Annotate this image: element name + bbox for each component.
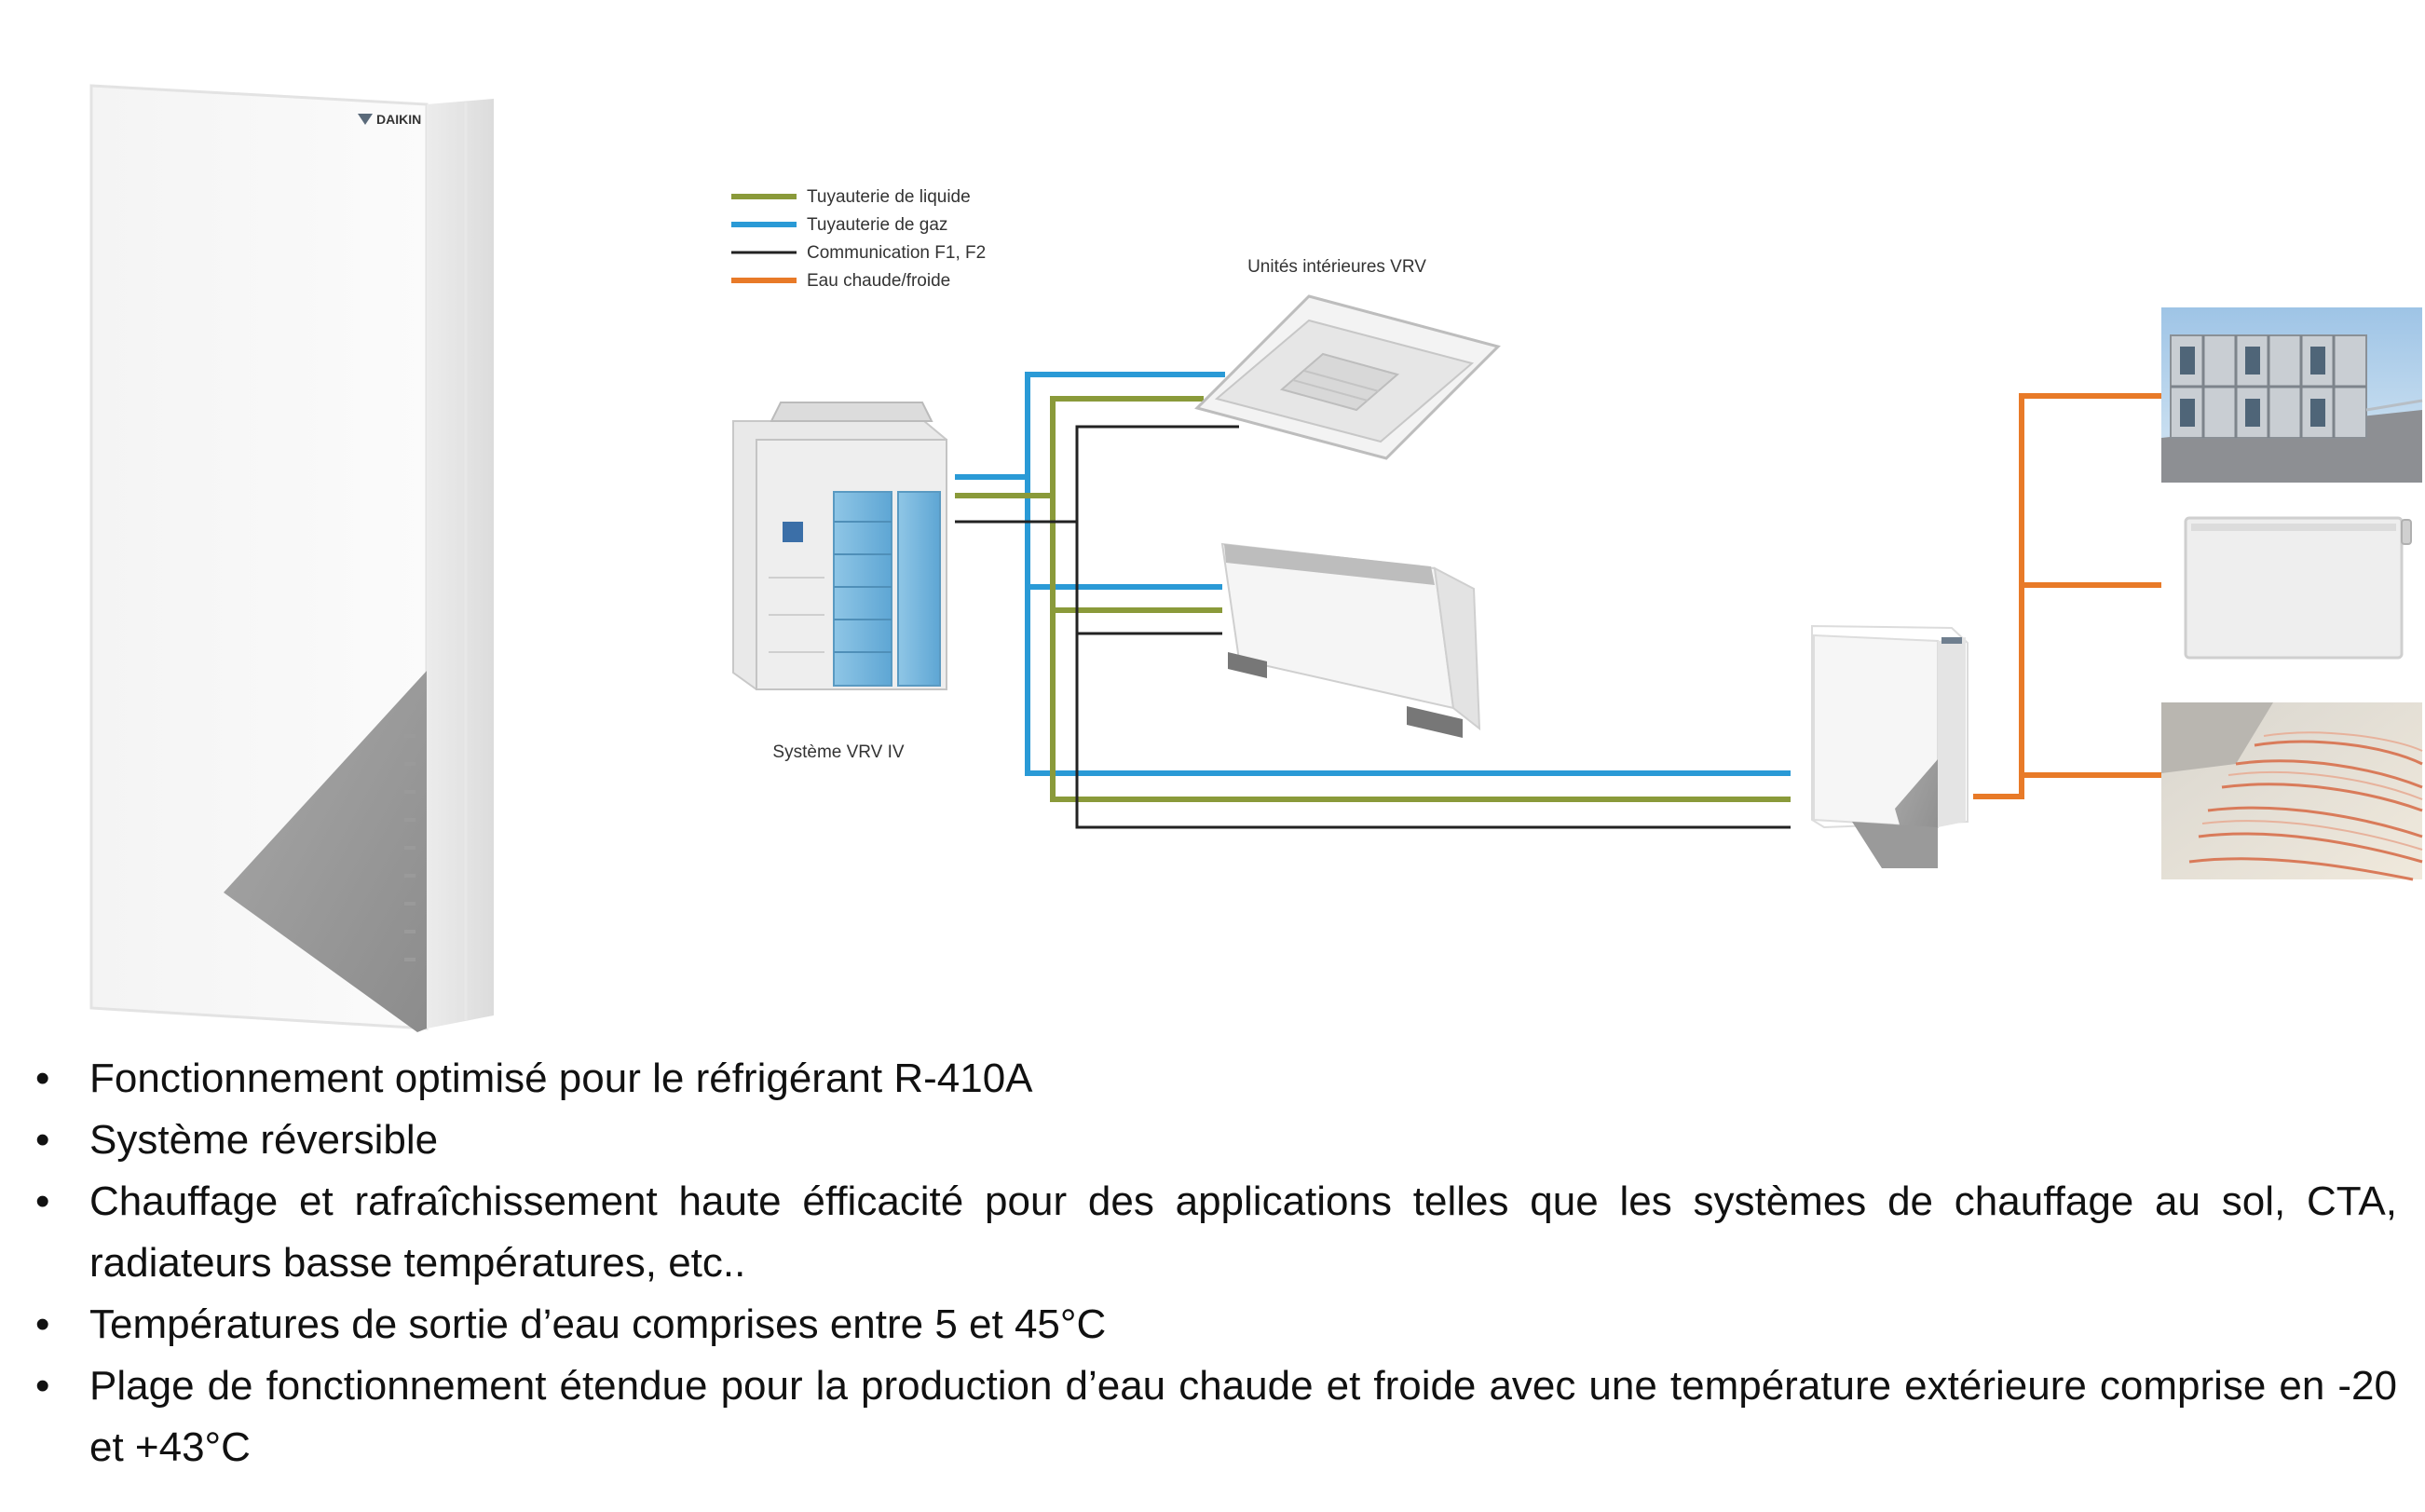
- cta-rooftop-photo: [2161, 307, 2423, 483]
- legend: Tuyauterie de liquide Tuyauterie de gaz …: [731, 187, 986, 291]
- underfloor-heating-photo: [2161, 702, 2423, 881]
- indoor-units-label: Unités intérieures VRV: [1247, 257, 1426, 277]
- legend-label-gaz: Tuyauterie de gaz: [807, 215, 947, 235]
- feature-item-water-temperature: Températures de sortie d’eau comprises e…: [35, 1294, 2397, 1355]
- outdoor-system-label: Système VRV IV: [772, 742, 904, 762]
- vrv-floor-console-unit: [1220, 542, 1481, 738]
- legend-label-eau: Eau chaude/froide: [807, 271, 950, 291]
- feature-item-efficiency: Chauffage et rafraîchissement haute éffi…: [35, 1171, 2397, 1294]
- hydrobox-large-unit: DAIKIN: [82, 76, 503, 1034]
- daikin-logo: DAIKIN: [358, 112, 421, 127]
- vrv-outdoor-unit: Système VRV IV: [732, 402, 947, 762]
- vrv-cassette-unit: Unités intérieures VRV: [1194, 257, 1501, 460]
- feature-list: Fonctionnement optimisé pour le réfrigér…: [35, 1048, 2397, 1478]
- radiator-photo: [2161, 511, 2422, 660]
- piping: [955, 372, 2199, 829]
- system-diagram: DAIKIN Tuyauterie de liquide Tuyauterie …: [82, 76, 2423, 1034]
- legend-label-communication: Communication F1, F2: [807, 243, 986, 263]
- daikin-badge-icon: [783, 522, 803, 542]
- legend-label-liquide: Tuyauterie de liquide: [807, 187, 971, 207]
- feature-item-reversible: Système réversible: [35, 1110, 2397, 1171]
- vent-slots: [404, 706, 416, 961]
- feature-item-operating-range: Plage de fonctionnement étendue pour la …: [35, 1355, 2397, 1478]
- svg-text:DAIKIN: DAIKIN: [376, 112, 421, 127]
- feature-item-refrigerant: Fonctionnement optimisé pour le réfrigér…: [35, 1048, 2397, 1110]
- hydrobox-small-unit: [1811, 624, 1969, 868]
